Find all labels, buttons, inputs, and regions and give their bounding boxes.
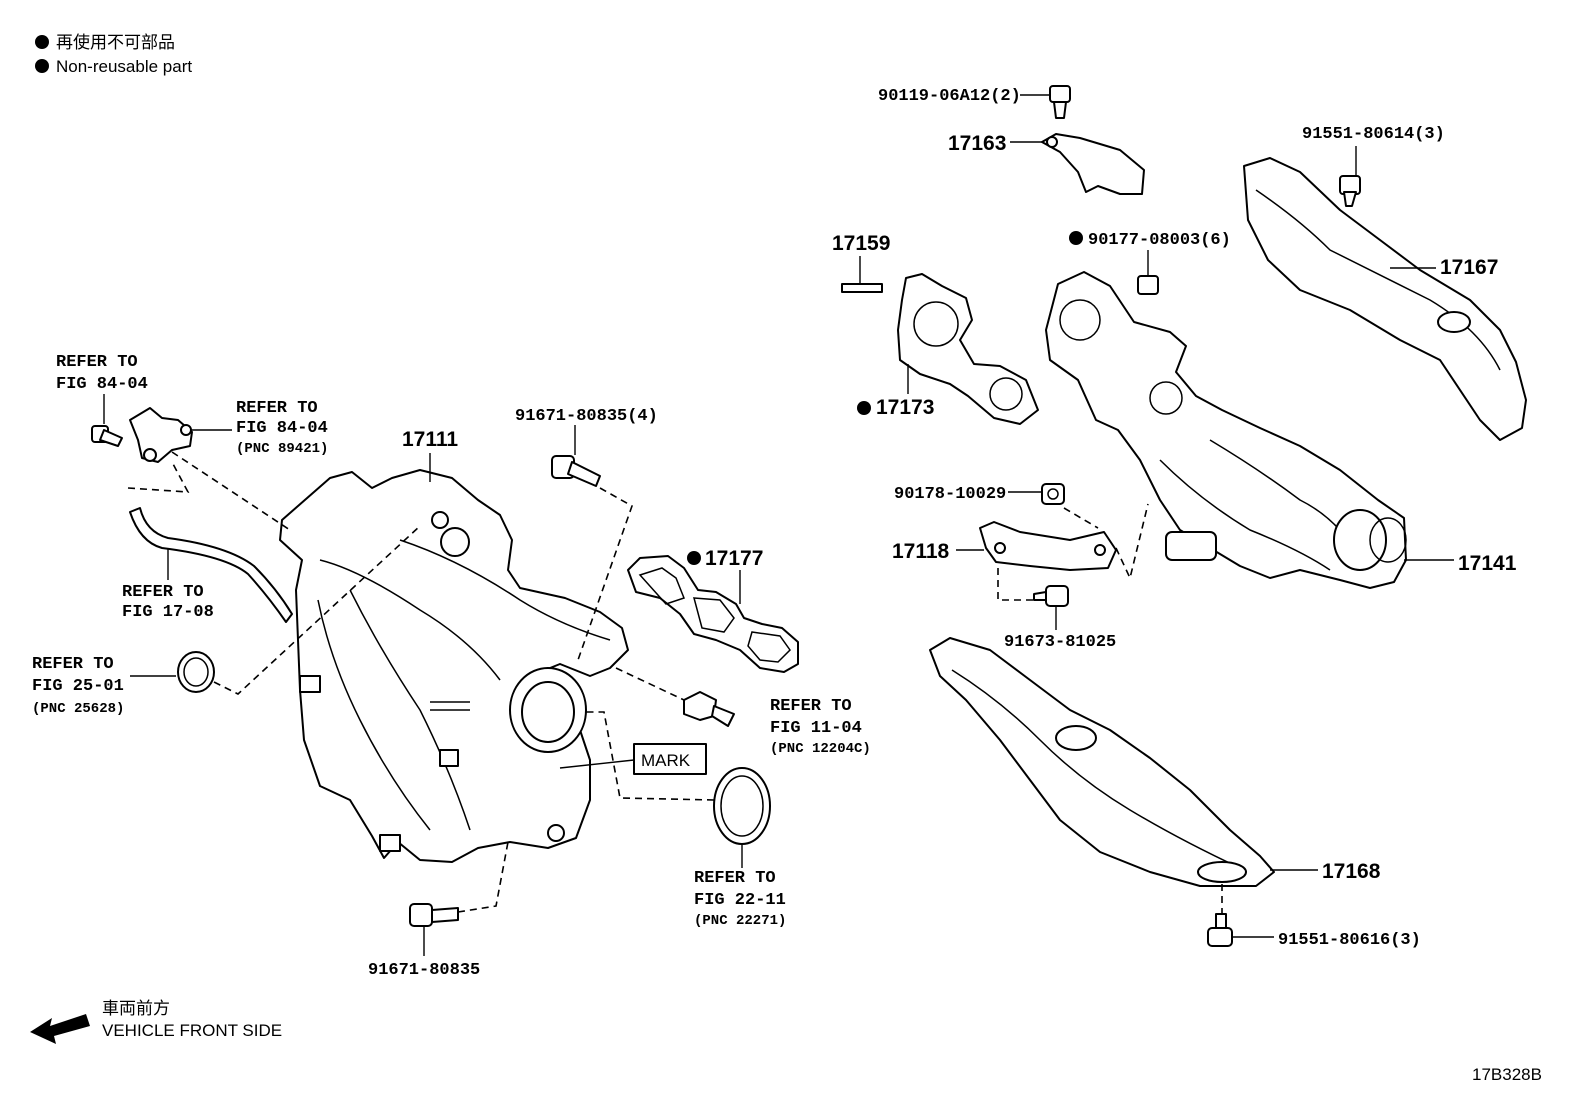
- part-label-91671-80835: 91671-80835: [368, 961, 480, 980]
- intake-manifold-17111: [279, 469, 629, 863]
- ref2-line2: FIG 84-04: [236, 419, 328, 438]
- heat-insulator-17167: [1243, 157, 1527, 441]
- part-label-91673-81025: 91673-81025: [1004, 633, 1116, 652]
- non-reusable-marker-icon: [687, 551, 701, 565]
- mark-label: MARK: [641, 751, 691, 770]
- leader-mark: [559, 759, 635, 769]
- ref2-line1: REFER TO: [236, 399, 318, 418]
- part-label-90178-10029: 90178-10029: [894, 485, 1006, 504]
- ref-sensor-89421: [129, 407, 193, 463]
- insulator-17168-hole: [1055, 725, 1097, 751]
- insulator-17167-contour: [1255, 189, 1501, 371]
- bolt-91671-80835-top: [551, 455, 601, 487]
- gasket-17177: [627, 555, 799, 673]
- dashed-link-91671-bottom: [457, 841, 509, 913]
- bracket-17163-hole: [1046, 136, 1058, 148]
- dashed-link-sensor-2: [127, 461, 190, 493]
- mark-box: [633, 743, 707, 775]
- nut-90177-08003: [1137, 275, 1159, 295]
- dashed-link-91673: [997, 568, 1036, 601]
- ref-hose-17-08: [129, 507, 293, 623]
- insulator-17168-contour: [951, 669, 1241, 869]
- bolt-91551-80616: [1207, 913, 1233, 947]
- ref5-line1: REFER TO: [770, 697, 852, 716]
- part-label-17111: 17111: [402, 428, 458, 451]
- legend-en: Non-reusable part: [56, 57, 192, 76]
- dashed-link-90178: [1063, 507, 1099, 529]
- part-label-91671-80835-4: 91671-80835(4): [515, 407, 658, 426]
- non-reusable-marker-icon: [1069, 231, 1083, 245]
- non-reusable-marker-icon: [35, 59, 49, 73]
- figure-id: 17B328B: [1472, 1065, 1542, 1084]
- ref1-line1: REFER TO: [56, 353, 138, 372]
- nut-90178-10029: [1041, 483, 1065, 505]
- vehicle-front-arrow-icon: [30, 1014, 90, 1044]
- part-label-17173: 17173: [876, 396, 934, 419]
- front-note-en: VEHICLE FRONT SIDE: [102, 1021, 282, 1040]
- part-label-91551-80614-3: 91551-80614(3): [1302, 125, 1445, 144]
- ref3-line2: FIG 17-08: [122, 603, 214, 622]
- part-label-17163: 17163: [948, 132, 1006, 155]
- stay-17118: [979, 521, 1117, 571]
- ref4-line3: (PNC 25628): [32, 701, 124, 717]
- insulator-17168-hole-2: [1197, 861, 1247, 883]
- part-label-17141: 17141: [1458, 552, 1517, 575]
- legend-jp: 再使用不可部品: [56, 32, 175, 52]
- dashed-link-valve: [615, 667, 685, 701]
- part-label-17167: 17167: [1440, 256, 1498, 279]
- non-reusable-marker-icon: [857, 401, 871, 415]
- bolt-91671-80835-bottom: [409, 903, 459, 927]
- exhaust-manifold-17141: [1045, 271, 1407, 589]
- dashed-link-17118: [1115, 503, 1149, 581]
- front-note-jp: 車両前方: [102, 999, 170, 1018]
- bolt-91551-80614: [1339, 175, 1361, 207]
- gasket-17173: [897, 273, 1039, 425]
- non-reusable-marker-icon: [35, 35, 49, 49]
- ref6-line1: REFER TO: [694, 869, 776, 888]
- heat-insulator-17168: [929, 637, 1275, 887]
- ref-gasket-22271: [713, 767, 771, 845]
- insulator-17167-hole: [1437, 311, 1471, 333]
- ref-valve-12204c: [683, 691, 735, 727]
- ref-bolt-84-04: [91, 425, 123, 447]
- stay-17118-hole-2: [1094, 544, 1106, 556]
- part-label-17118: 17118: [892, 540, 950, 563]
- dashed-link-91671-top: [577, 487, 633, 661]
- part-label-90177-08003-6: 90177-08003(6): [1088, 231, 1231, 250]
- ref-gasket-inner: [720, 775, 764, 837]
- ref1-line2: FIG 84-04: [56, 375, 148, 394]
- stay-17118-hole: [994, 542, 1006, 554]
- bracket-17163: [1041, 133, 1145, 195]
- ref6-line2: FIG 22-11: [694, 891, 786, 910]
- bolt-90119-06a12: [1049, 85, 1071, 119]
- dashed-link-oring: [213, 525, 421, 695]
- dashed-link-sensor: [171, 451, 291, 531]
- ref2-line3: (PNC 89421): [236, 441, 328, 457]
- ref-oring-inner: [183, 657, 209, 687]
- ref4-line2: FIG 25-01: [32, 677, 124, 696]
- part-label-91551-80616-3: 91551-80616(3): [1278, 931, 1421, 950]
- part-label-90119-06a12-2: 90119-06A12(2): [878, 87, 1021, 106]
- ref6-line3: (PNC 22271): [694, 913, 786, 929]
- part-label-17177: 17177: [705, 547, 763, 570]
- dashed-link-gasket: [584, 711, 715, 801]
- bolt-91673-81025: [1033, 585, 1069, 607]
- ref4-line1: REFER TO: [32, 655, 114, 674]
- part-label-17159: 17159: [832, 232, 890, 255]
- legend: 再使用不可部品 Non-reusable part: [35, 32, 192, 76]
- part-label-17168: 17168: [1322, 860, 1381, 883]
- ref5-line3: (PNC 12204C): [770, 741, 871, 757]
- stud-17159: [841, 283, 883, 293]
- ref5-line2: FIG 11-04: [770, 719, 862, 738]
- ref3-line1: REFER TO: [122, 583, 204, 602]
